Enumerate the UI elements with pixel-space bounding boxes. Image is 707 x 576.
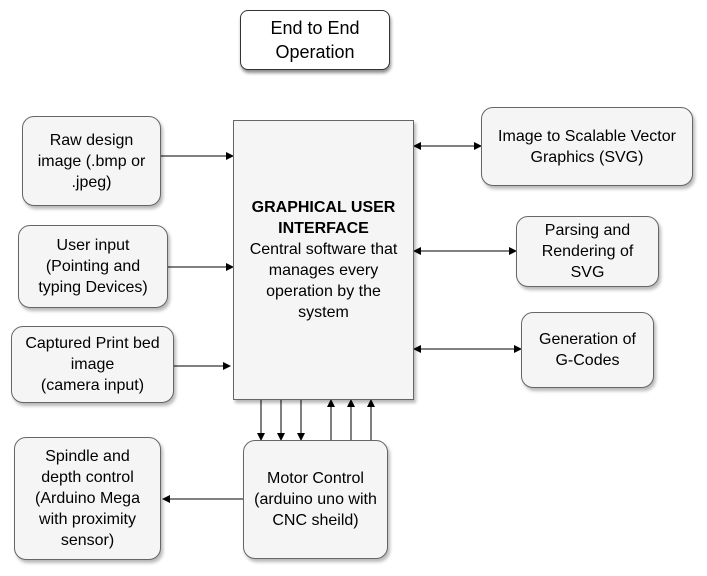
raw-design-image-label: Raw design image (.bmp or .jpeg) — [37, 131, 146, 191]
gui-description: Central software that manages every oper… — [249, 241, 398, 321]
diagram-title-text: End to End Operation — [270, 18, 360, 62]
gcode-generation-label: Generation of G-Codes — [539, 331, 636, 369]
svg-conversion-node: Image to Scalable Vector Graphics (SVG) — [481, 107, 693, 186]
gui-title: GRAPHICAL USER INTERFACE — [251, 199, 396, 237]
motor-control-label: Motor Control (arduino uno with CNC shei… — [254, 470, 377, 529]
user-input-label: User input (Pointing and typing Devices) — [38, 237, 148, 296]
motor-control-node: Motor Control (arduino uno with CNC shei… — [243, 440, 388, 559]
spindle-control-label: Spindle and depth control (Arduino Mega … — [35, 448, 140, 549]
parsing-rendering-label: Parsing and Rendering of SVG — [541, 222, 634, 281]
raw-design-image-node: Raw design image (.bmp or .jpeg) — [22, 116, 161, 206]
diagram-title: End to End Operation — [240, 10, 390, 70]
svg-conversion-label: Image to Scalable Vector Graphics (SVG) — [498, 127, 676, 166]
captured-print-bed-label: Captured Print bed image (camera input) — [25, 335, 160, 394]
gcode-generation-node: Generation of G-Codes — [521, 312, 654, 388]
captured-print-bed-node: Captured Print bed image (camera input) — [11, 326, 174, 403]
spindle-control-node: Spindle and depth control (Arduino Mega … — [14, 437, 161, 560]
gui-node: GRAPHICAL USER INTERFACE Central softwar… — [233, 120, 414, 400]
parsing-rendering-node: Parsing and Rendering of SVG — [516, 216, 659, 287]
user-input-node: User input (Pointing and typing Devices) — [18, 225, 168, 308]
